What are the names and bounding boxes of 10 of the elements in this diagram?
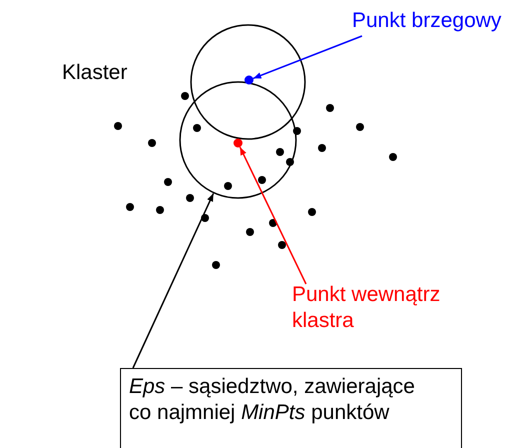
- border-point: [244, 76, 254, 84]
- core-point: [234, 138, 242, 148]
- arrow: [239, 146, 307, 284]
- cluster-label: Klaster: [62, 60, 128, 86]
- note-box: Eps – sąsiedztwo, zawierające co najmniej MinPts punktów: [120, 368, 462, 448]
- arrow: [252, 35, 362, 80]
- neighbourhood-circle: [179, 81, 297, 199]
- arrow: [132, 193, 214, 368]
- callout-text: Punkt wewnątrz klastra: [292, 282, 482, 334]
- callout-text: Punkt brzegowy: [352, 8, 510, 34]
